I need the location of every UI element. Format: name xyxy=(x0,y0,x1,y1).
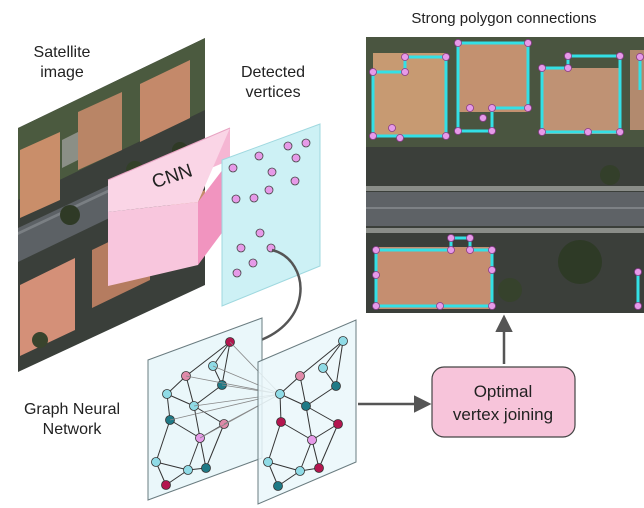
label-detected-line1: Detected xyxy=(241,64,305,81)
label-result-title: Strong polygon connections xyxy=(411,10,596,27)
gnn-plane-right xyxy=(257,319,357,505)
label-satellite-line1: Satellite xyxy=(34,44,91,61)
label-gnn-line1: Graph Neural xyxy=(24,401,120,418)
cnn-block xyxy=(107,127,231,286)
label-detected-line2: vertices xyxy=(245,84,300,101)
result-image xyxy=(366,37,644,313)
detected-vertex-dots xyxy=(228,138,311,278)
arrow-vertices-to-gnn xyxy=(240,248,302,351)
gnn-plane-left xyxy=(147,317,263,501)
detected-vertices-plane xyxy=(221,123,321,307)
optimal-vertex-joining-box: Optimal vertex joining xyxy=(431,366,576,438)
label-optimal-line1: Optimal xyxy=(474,382,533,401)
label-optimal-line2: vertex joining xyxy=(453,405,553,424)
label-satellite-line2: image xyxy=(40,64,84,81)
label-gnn-line2: Network xyxy=(43,421,103,438)
